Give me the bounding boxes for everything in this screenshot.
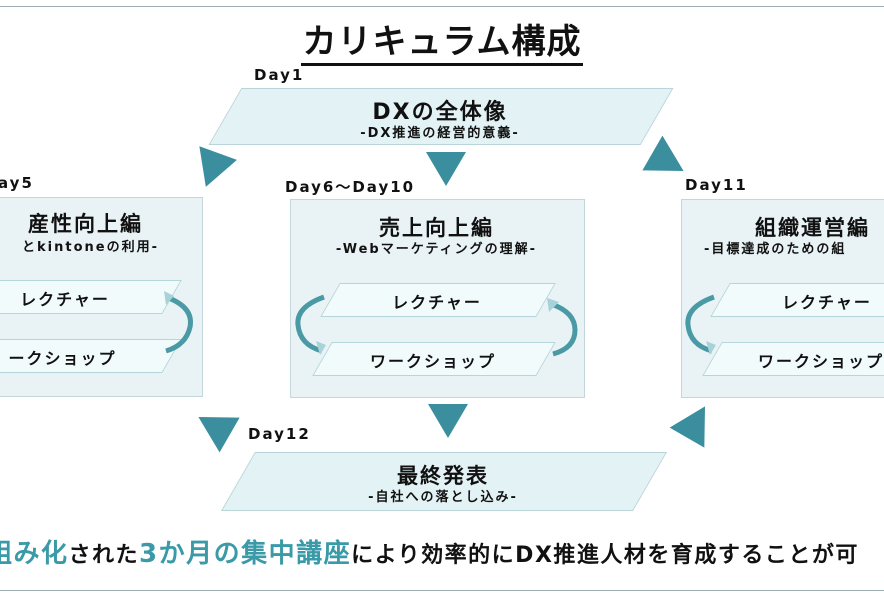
top-rule (0, 6, 884, 7)
summary-part-2: された (68, 543, 140, 568)
right-day-label: Day11 (685, 176, 748, 194)
bottom-rule (0, 590, 884, 591)
summary-part-4: により効率的にDX推進人材を育成することが可 (351, 543, 859, 568)
arrow-down-icon (426, 152, 466, 186)
arrow-down-bottom-icon (428, 404, 468, 438)
center-subtitle: -Webマーケティングの理解- (335, 242, 538, 257)
summary-banner (0, 516, 884, 574)
center-workshop-label: ワークショップ (369, 352, 496, 371)
left-lecture-label: レクチャー (20, 290, 110, 309)
right-title: 組織運営編 (755, 216, 870, 240)
arrow-left-down-icon (188, 399, 240, 453)
center-lecture-label: レクチャー (392, 293, 482, 312)
right-lecture-label: レクチャー (782, 293, 872, 312)
right-subtitle: -目標達成のための組 (704, 242, 847, 257)
right-cycle-arrow-icon (685, 294, 716, 355)
left-day-label: ay5 (0, 174, 34, 192)
arrow-down-left-icon (187, 146, 237, 194)
summary-highlight-1: 組み化 (0, 539, 69, 569)
left-subtitle: とkintoneの利用- (22, 240, 159, 255)
bottom-title: 最終発表 (397, 464, 489, 488)
right-workshop-label: ワークショップ (758, 352, 884, 371)
center-right-cycle-arrow-icon (547, 298, 578, 357)
center-day-label: Day6～Day10 (285, 178, 416, 196)
arrow-up-right-icon (669, 396, 723, 448)
bottom-day-label: Day12 (248, 425, 311, 443)
center-title: 売上向上編 (379, 216, 494, 240)
bottom-subtitle: -自社への落とし込み- (368, 490, 518, 505)
left-title: 産性向上編 (28, 212, 143, 236)
top-title: DXの全体像 (372, 100, 508, 125)
top-subtitle: -DX推進の経営的意義- (360, 126, 520, 141)
left-cycle-arrow-icon (164, 291, 193, 354)
summary-highlight-2: 3か月の集中講座 (139, 539, 352, 569)
left-workshop-label: ークショップ (8, 349, 117, 368)
center-left-cycle-arrow-icon (295, 294, 326, 355)
top-day-label: Day1 (254, 66, 305, 84)
page-title: カリキュラム構成 (0, 14, 884, 66)
summary-text: 組み化された3か月の集中講座により効率的にDX推進人材を育成することが可 (0, 533, 859, 570)
